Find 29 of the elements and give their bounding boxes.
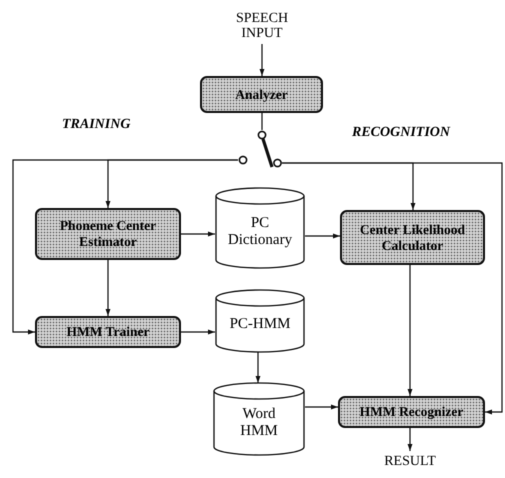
arrow (181, 232, 215, 236)
arrow (408, 265, 412, 396)
store-label: PC-HMM (230, 316, 290, 334)
process-box (338, 396, 485, 428)
box-label: Center Likelihood Calculator (358, 222, 466, 254)
arrow (260, 44, 264, 76)
process-box (340, 210, 485, 265)
arrow (282, 162, 503, 414)
arrow (12, 159, 238, 334)
process-box (35, 316, 181, 348)
flow-label: SPEECH INPUT (234, 10, 290, 42)
box-label: HMM Recognizer (360, 404, 464, 420)
switch-symbol (238, 130, 282, 168)
box-label: Analyzer (235, 86, 288, 102)
mode-heading: TRAINING (62, 117, 130, 133)
flow-label: RESULT (384, 454, 436, 470)
box-label: HMM Trainer (66, 324, 150, 340)
store-label: PC Dictionary (226, 214, 294, 250)
arrow (256, 352, 260, 383)
process-box (200, 76, 323, 113)
store-label: Word HMM (239, 406, 279, 440)
arrow (408, 428, 412, 451)
arrow (106, 260, 110, 316)
box-label: Phoneme Center Estimator (58, 218, 158, 250)
arrow (305, 404, 338, 410)
mode-heading: RECOGNITION (352, 125, 450, 141)
process-box (35, 208, 181, 260)
arrow (305, 234, 340, 238)
arrow (181, 330, 215, 334)
